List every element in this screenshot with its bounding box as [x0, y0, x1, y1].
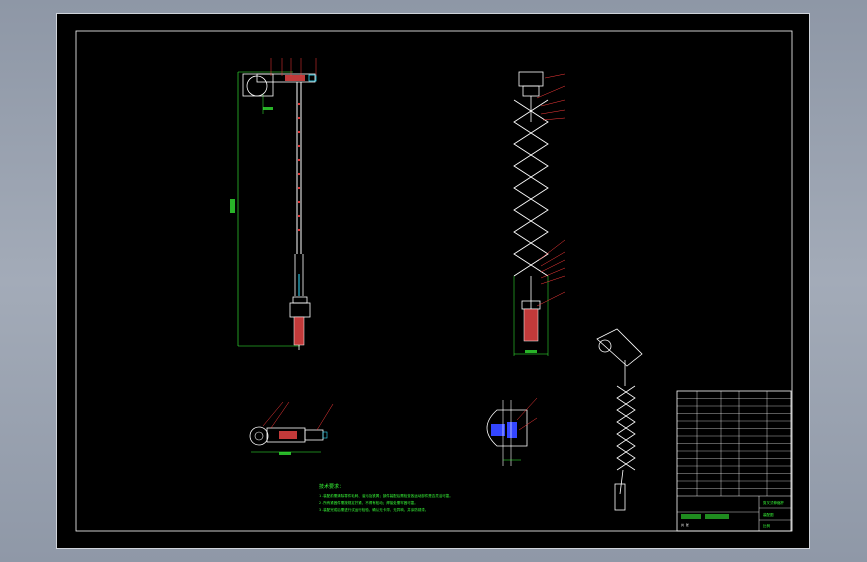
clamp-section-view	[486, 397, 538, 466]
title-cell-type: 装配图	[763, 512, 774, 517]
tech-req-line-3: 3.装配完成后需进行试运行检验，确认无卡滞、无异响，并涂防锈漆。	[319, 507, 428, 512]
title-cell-sheets: 共 张	[681, 522, 689, 527]
title-cell-scale: 比例	[763, 523, 771, 528]
main-view-rod	[230, 58, 317, 350]
drawing-viewport[interactable]: 技术要求： 1.装配前需清除零件毛刺、油污及铁屑；部件装配后需检查各运动部件是否…	[56, 13, 810, 549]
isometric-view	[596, 328, 643, 511]
tech-requirements: 技术要求： 1.装配前需清除零件毛刺、油污及铁屑；部件装配后需检查各运动部件是否…	[319, 483, 453, 512]
cad-sheet: 技术要求： 1.装配前需清除零件毛刺、油污及铁屑；部件装配后需检查各运动部件是否…	[75, 30, 793, 532]
scissor-view	[513, 71, 566, 356]
inner-frame	[75, 30, 793, 532]
tech-requirements-title: 技术要求：	[319, 483, 344, 490]
title-block: 剪叉式伸缩杆 装配图 比例 共 张	[676, 390, 792, 532]
tech-req-line-2: 2.所有紧固件需按规定拧紧，不得有松动；焊接处需牢固可靠。	[319, 500, 418, 505]
tech-req-line-1: 1.装配前需清除零件毛刺、油污及铁屑；部件装配后需检查各运动部件是否灵活可靠。	[319, 493, 453, 498]
title-cell-name: 剪叉式伸缩杆	[763, 500, 784, 505]
head-detail-view	[249, 401, 334, 455]
